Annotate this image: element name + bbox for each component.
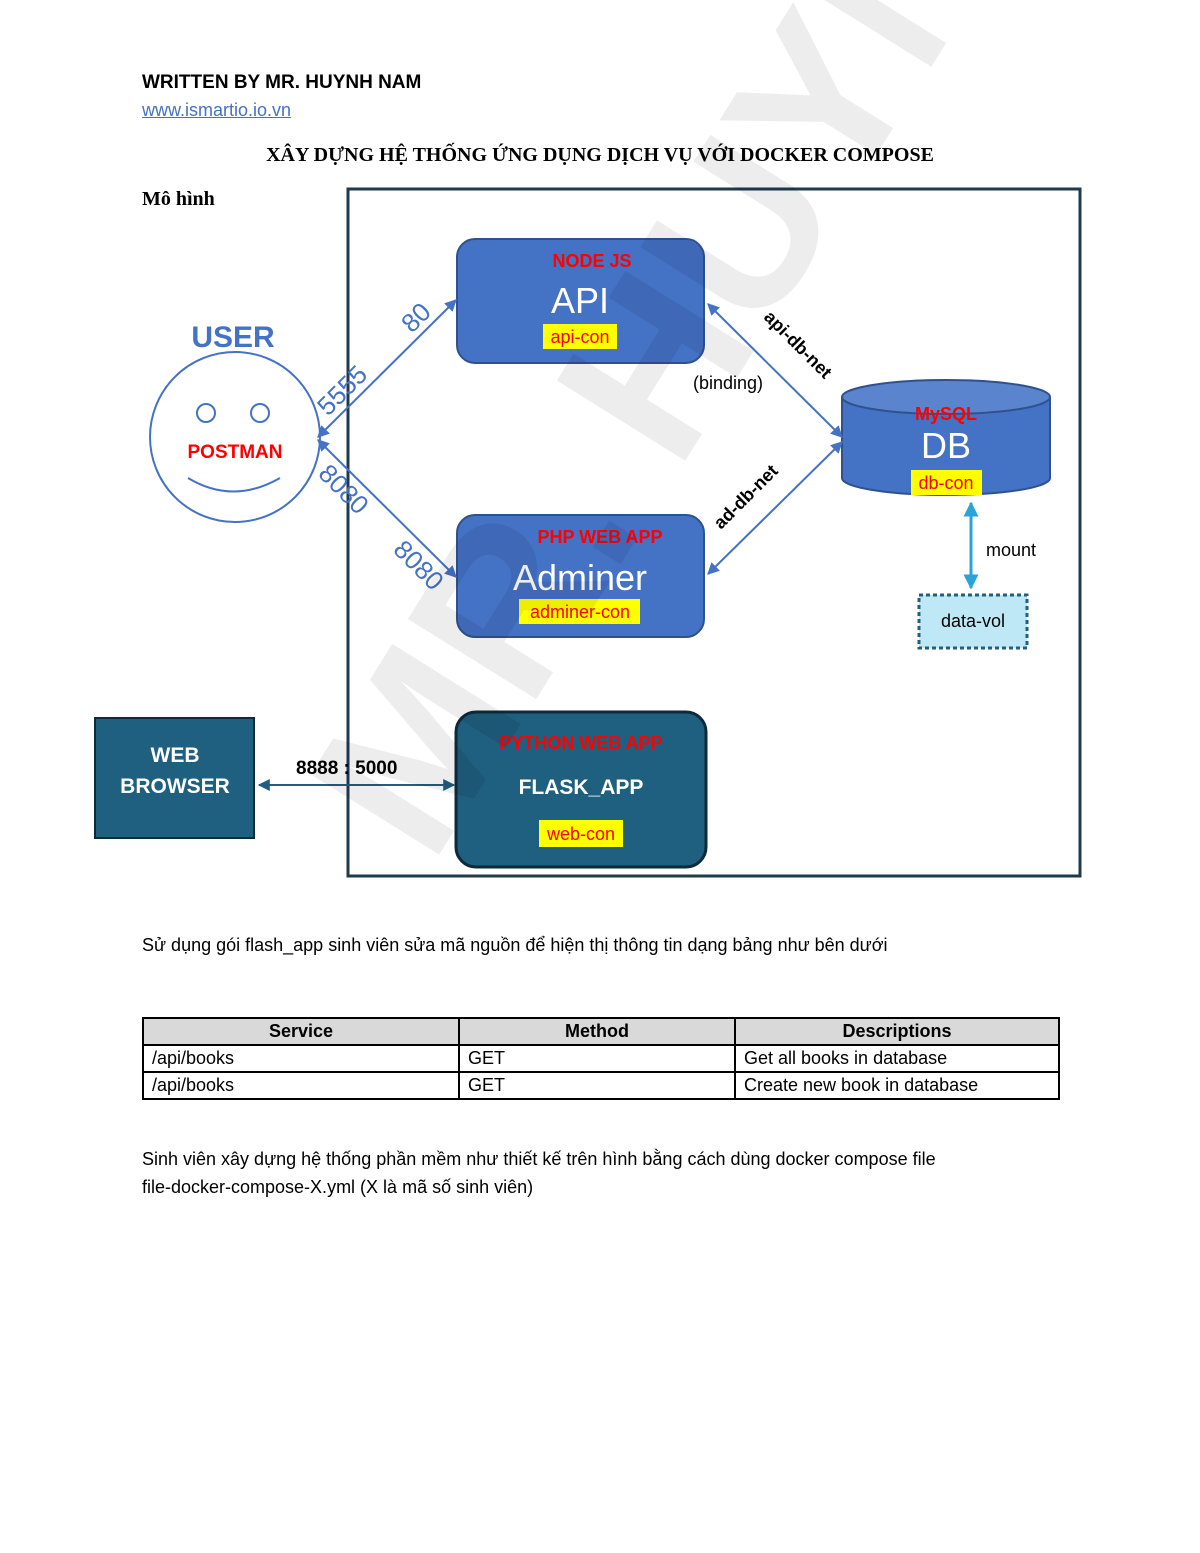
- table-cell-service: /api/books: [142, 1071, 460, 1100]
- api-name-label: API: [551, 280, 609, 321]
- instruction-paragraph-2-line-1: Sinh viên xây dựng hệ thống phần mềm như…: [142, 1149, 936, 1169]
- adminer-name-label: Adminer: [513, 557, 647, 598]
- user-adminer-arrow: [317, 439, 457, 578]
- flask-tech-label: PYTHON WEB APP: [499, 733, 662, 753]
- web-browser-label-line2: BROWSER: [120, 775, 230, 798]
- flask-service-box: [454, 710, 708, 869]
- table-cell-method: GET: [458, 1044, 736, 1073]
- api-service-box: [456, 238, 705, 364]
- table-cell-method: GET: [458, 1071, 736, 1100]
- data-volume-label: data-vol: [941, 611, 1005, 631]
- db-tech-label: MySQL: [915, 404, 977, 424]
- model-heading: Mô hình: [142, 188, 215, 210]
- port-80-label: 80: [395, 297, 437, 339]
- document-title: XÂY DỰNG HỆ THỐNG ỨNG DỤNG DỊCH VỤ VỚI D…: [266, 144, 934, 166]
- website-link[interactable]: www.ismartio.io.vn: [142, 100, 292, 120]
- instruction-paragraph-1: Sử dụng gói flash_app sinh viên sửa mã n…: [142, 935, 888, 955]
- api-db-net-label: api-db-net: [760, 307, 836, 383]
- binding-label: (binding): [693, 373, 763, 393]
- db-name-label: DB: [921, 425, 971, 466]
- adminer-container-label: adminer-con: [530, 602, 630, 622]
- table-cell-description: Get all books in database: [734, 1044, 1060, 1073]
- table-cell-description: Create new book in database: [734, 1071, 1060, 1100]
- user-face-icon: [149, 351, 321, 523]
- api-container-highlight: [543, 324, 617, 349]
- adminer-service-box: [456, 514, 705, 638]
- author-line: WRITTEN BY MR. HUYNH NAM: [142, 72, 422, 93]
- table-header-service: Service: [142, 1017, 460, 1046]
- api-tech-label: NODE JS: [552, 251, 631, 271]
- adminer-tech-label: PHP WEB APP: [537, 527, 662, 547]
- database-cylinder-icon: [841, 379, 1051, 496]
- user-label: USER: [191, 321, 275, 354]
- mount-label: mount: [986, 540, 1036, 560]
- table-header-descriptions: Descriptions: [734, 1017, 1060, 1046]
- table-row: /api/books GET Create new book in databa…: [142, 1071, 1060, 1100]
- table-row: /api/books GET Get all books in database: [142, 1044, 1060, 1073]
- flask-container-label: web-con: [546, 824, 615, 844]
- postman-label: POSTMAN: [188, 442, 283, 463]
- flask-name-label: FLASK_APP: [519, 776, 644, 799]
- api-container-label: api-con: [550, 327, 609, 347]
- port-8080-user-label: 8080: [313, 458, 375, 520]
- db-container-highlight: [911, 470, 982, 495]
- instruction-paragraph-2-line-2: file-docker-compose-X.yml (X là mã số si…: [142, 1177, 534, 1197]
- ad-db-net-label: ad-db-net: [710, 461, 782, 533]
- web-browser-box: [94, 717, 255, 839]
- architecture-diagram: USER POSTMAN NODE JS API api-con PHP WEB…: [94, 187, 1082, 878]
- user-api-arrow: [317, 299, 457, 438]
- web-browser-label-line1: WEB: [151, 744, 200, 767]
- service-table: Service Method Descriptions /api/books G…: [142, 1017, 1060, 1100]
- table-cell-service: /api/books: [142, 1044, 460, 1073]
- data-volume-box: [917, 593, 1029, 650]
- adminer-container-highlight: [519, 599, 640, 624]
- db-container-label: db-con: [918, 473, 973, 493]
- adminer-db-arrow: [707, 441, 843, 575]
- flask-container-highlight: [539, 820, 623, 847]
- port-8080-adminer-label: 8080: [388, 534, 450, 596]
- api-db-arrow: [707, 303, 843, 438]
- flask-port-label: 8888 : 5000: [296, 758, 397, 779]
- table-header-row: Service Method Descriptions: [142, 1017, 1060, 1046]
- table-header-method: Method: [458, 1017, 736, 1046]
